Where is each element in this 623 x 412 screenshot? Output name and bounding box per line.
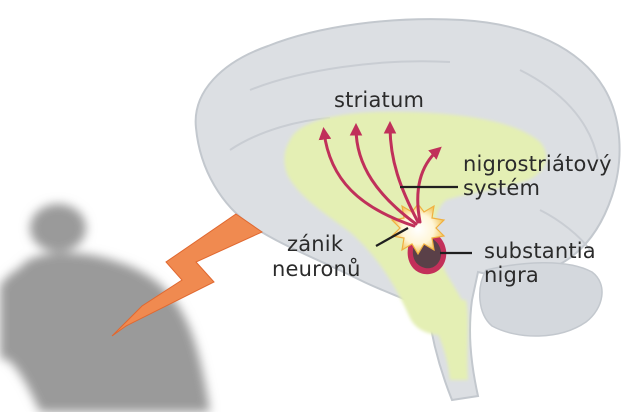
- label-substantia-2: nigra: [484, 264, 539, 286]
- label-neuron-death-1: zánik: [287, 233, 343, 255]
- label-substantia-1: substantia: [484, 240, 596, 262]
- person-head: [30, 204, 86, 252]
- label-nigrostriatal-1: nigrostriátový: [463, 153, 612, 175]
- label-striatum: striatum: [334, 89, 424, 111]
- label-neuron-death-2: neuronů: [272, 258, 361, 280]
- person-silhouette: [0, 204, 210, 412]
- label-nigrostriatal-2: systém: [463, 177, 540, 199]
